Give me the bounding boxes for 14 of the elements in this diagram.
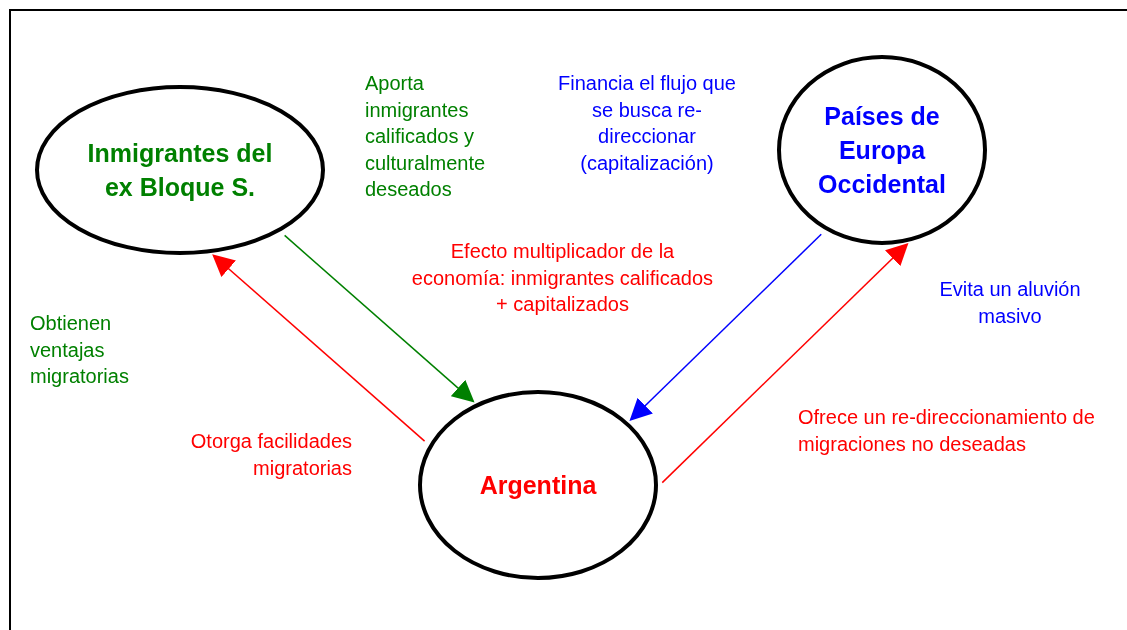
annotation-text: Efecto multiplicador de la economía: inmigrantes calificados + capitalizados [410, 239, 715, 318]
annotation-text: Obtienen ventajas migratorias [30, 311, 130, 390]
annotation-text: Otorga facilidades migratorias [189, 429, 352, 481]
node-title: Países de Europa Occidental [817, 101, 947, 200]
arrow [661, 242, 909, 484]
annotation-text: Ofrece un re-direccionamiento de migraciones no deseadas [798, 405, 1096, 457]
annotation-text: Financia el flujo que se busca re-direccionar (capitalización) [557, 71, 737, 176]
node-title: Argentina [478, 470, 598, 501]
annotation-text: Evita un aluvión masivo [938, 277, 1082, 329]
annotation-text: Aporta inmigrantes calificados y culturalmente deseados [365, 71, 487, 203]
node-title: Inmigrantes del ex Bloque S. [86, 138, 274, 203]
arrow [283, 234, 475, 403]
arrow [212, 254, 426, 442]
arrow [629, 233, 822, 422]
